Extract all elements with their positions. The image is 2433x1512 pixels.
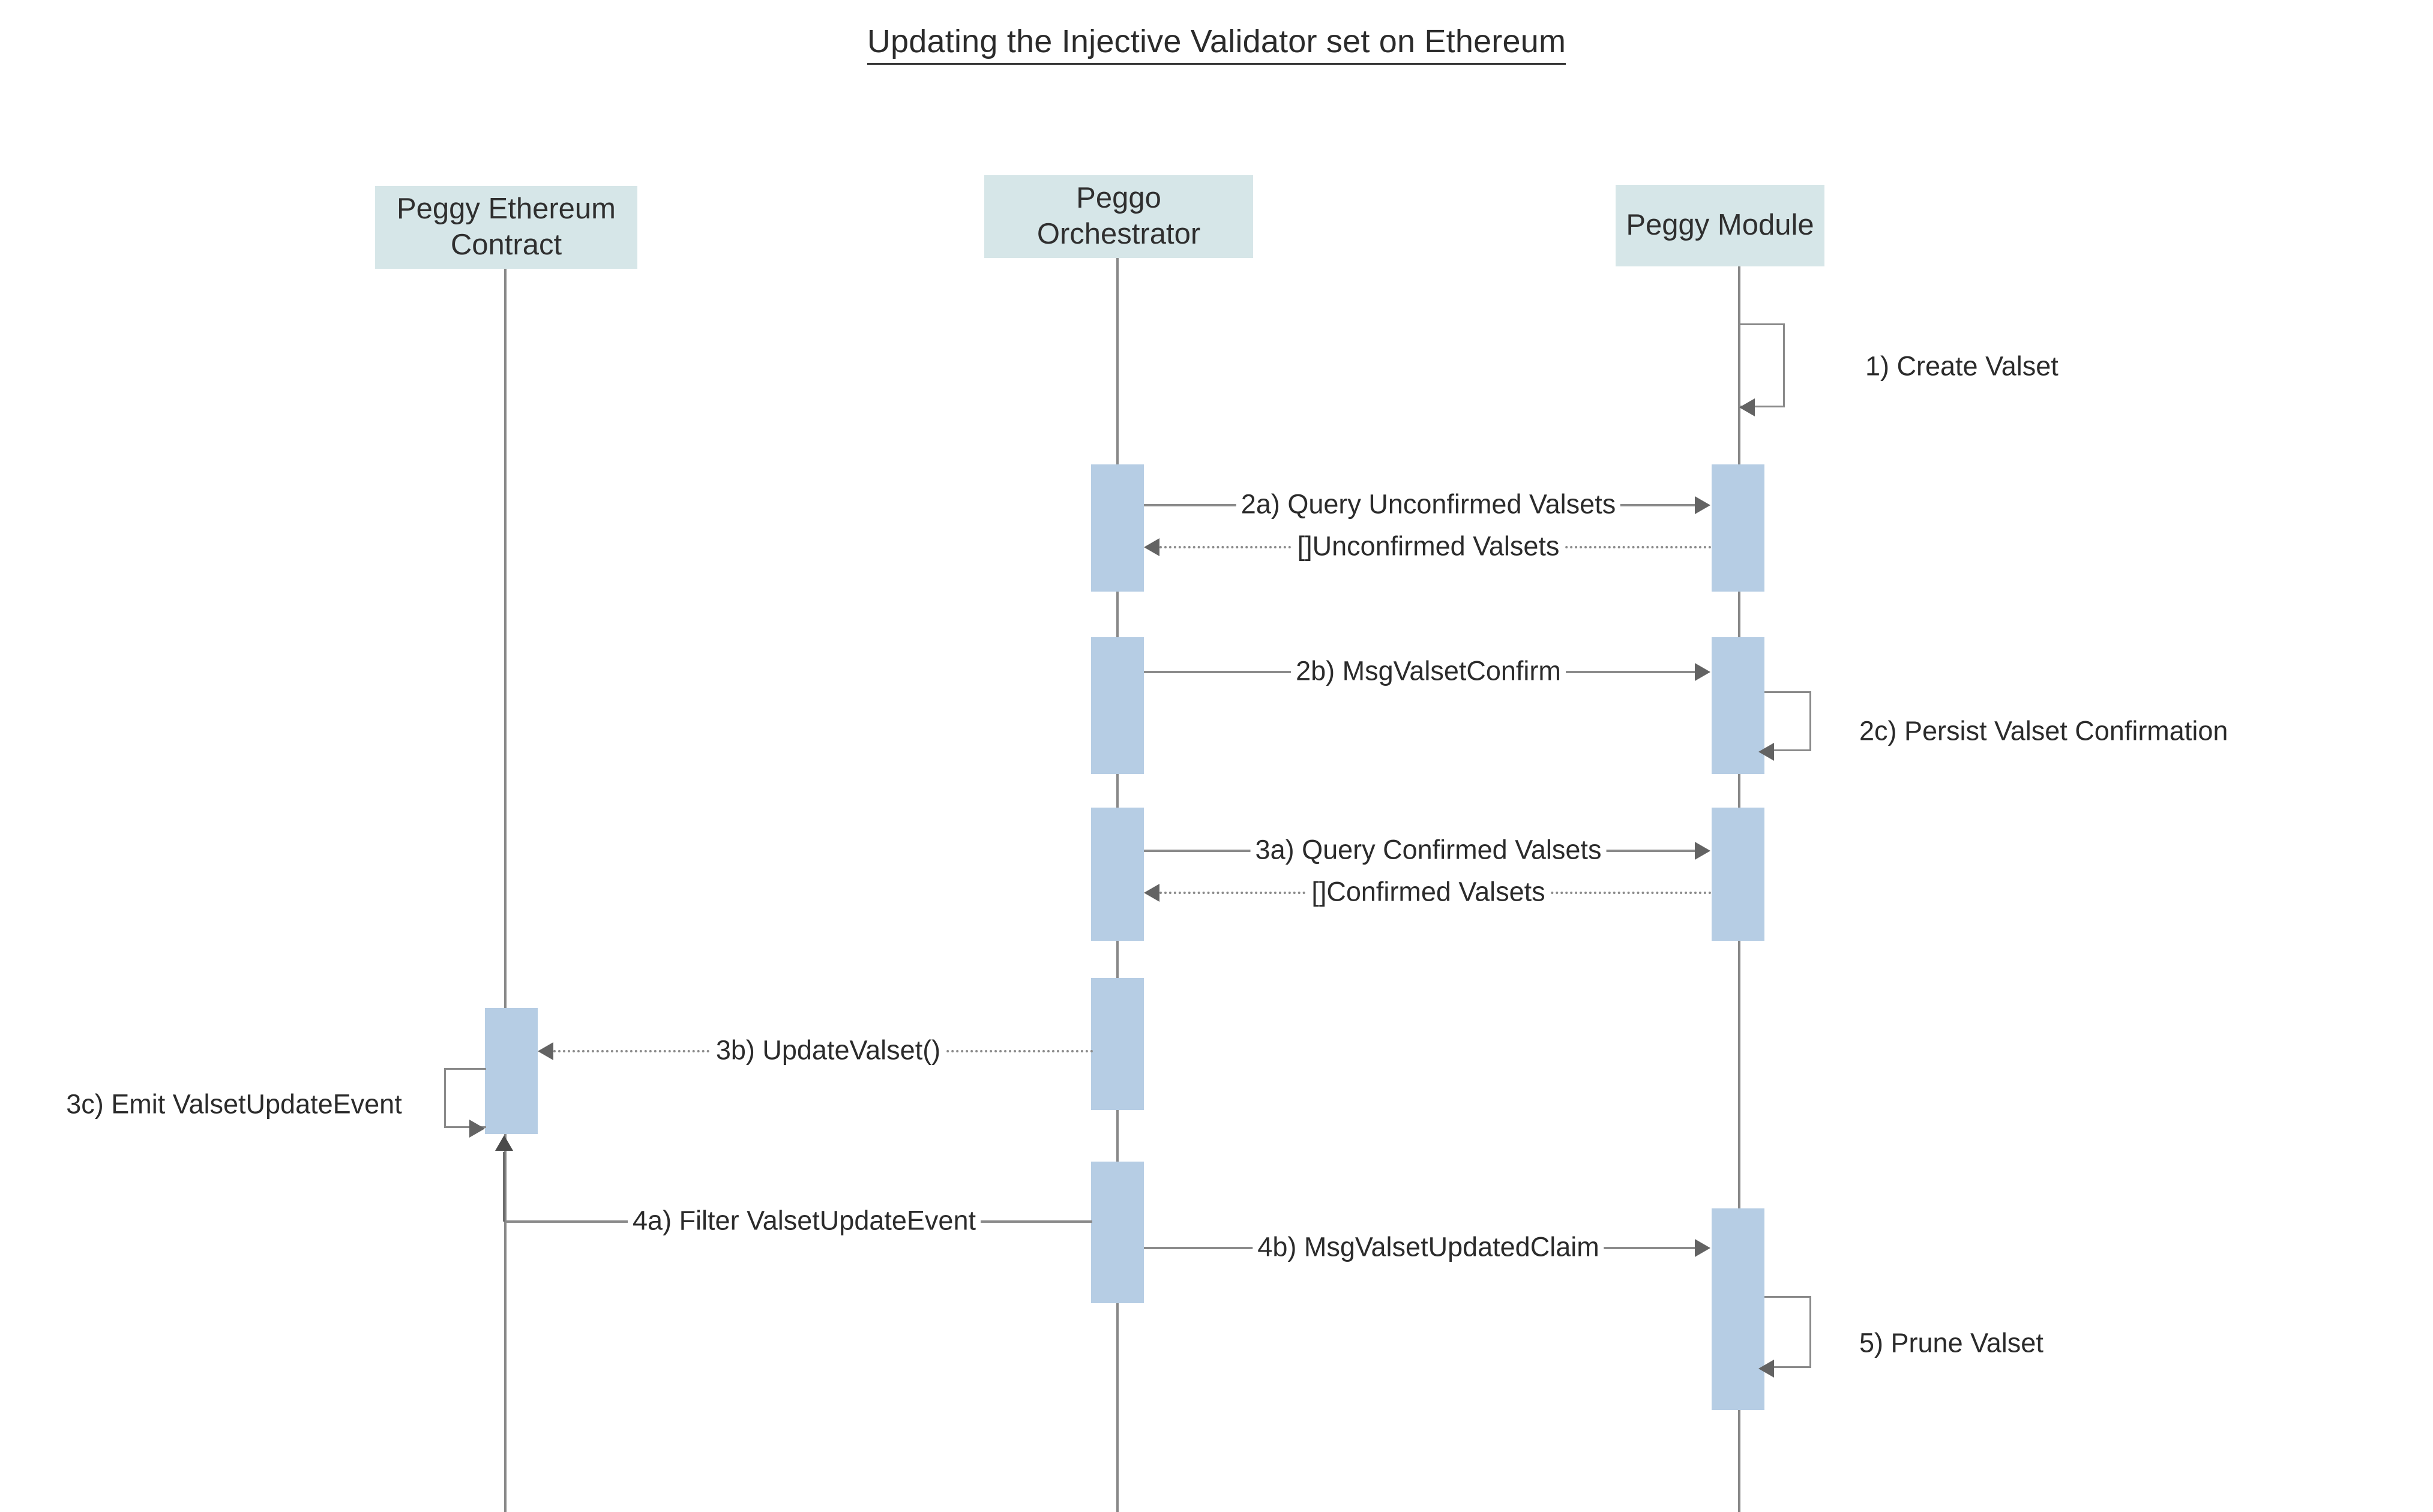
activation-peggy-contract-1: [485, 1008, 538, 1134]
message-label-emit-valset-update-event: 3c) Emit ValsetUpdateEvent: [61, 1090, 407, 1118]
arrowhead-create-valset: [1739, 398, 1755, 416]
activation-peggo-5: [1091, 1162, 1144, 1303]
participant-peggy-ethereum-contract[interactable]: Peggy Ethereum Contract: [375, 186, 637, 269]
activation-peggy-module-2: [1712, 637, 1764, 774]
message-label-unconfirmed-valsets-return: []Unconfirmed Valsets: [1292, 532, 1565, 560]
activation-peggy-module-1: [1712, 464, 1764, 592]
activation-peggo-4: [1091, 978, 1144, 1110]
selfloop-emit-valset-update-event: [444, 1068, 486, 1128]
arrowhead-unconfirmed-valsets-return: [1144, 538, 1159, 556]
participant-peggo-orchestrator[interactable]: Peggo Orchestrator: [984, 175, 1253, 258]
activation-peggo-3: [1091, 808, 1144, 941]
participant-peggy-module[interactable]: Peggy Module: [1616, 185, 1824, 266]
message-label-filter-valset-update-event: 4a) Filter ValsetUpdateEvent: [628, 1207, 981, 1234]
arrowhead-query-unconfirmed-valsets: [1695, 496, 1710, 514]
selfloop-persist-valset-confirmation: [1764, 691, 1811, 751]
message-label-confirmed-valsets-return: []Confirmed Valsets: [1307, 878, 1550, 905]
message-label-update-valset: 3b) UpdateValset(): [711, 1036, 946, 1064]
message-label-prune-valset: 5) Prune Valset: [1854, 1329, 2048, 1357]
arrowhead-prune-valset: [1758, 1360, 1774, 1378]
activation-peggy-module-3: [1712, 808, 1764, 941]
activation-peggy-module-4: [1712, 1208, 1764, 1410]
message-label-query-unconfirmed-valsets: 2a) Query Unconfirmed Valsets: [1236, 490, 1621, 518]
message-label-msg-valset-updated-claim: 4b) MsgValsetUpdatedClaim: [1253, 1233, 1604, 1261]
selfloop-prune-valset: [1764, 1296, 1811, 1368]
message-label-query-confirmed-valsets: 3a) Query Confirmed Valsets: [1250, 836, 1607, 863]
message-label-create-valset: 1) Create Valset: [1860, 352, 2063, 380]
lifeline-peggy-ethereum-contract: [504, 269, 507, 1512]
arrowhead-persist-valset-confirmation: [1758, 743, 1774, 761]
arrowhead-emit-valset-update-event: [469, 1120, 485, 1138]
activation-peggo-1: [1091, 464, 1144, 592]
arrowhead-filter-valset-update-event: [495, 1135, 513, 1151]
diagram-title: Updating the Injective Validator set on …: [0, 23, 2433, 65]
selfloop-create-valset: [1738, 323, 1785, 407]
message-label-persist-valset-confirmation: 2c) Persist Valset Confirmation: [1854, 717, 2233, 745]
arrowhead-query-confirmed-valsets: [1695, 842, 1710, 860]
arrowhead-confirmed-valsets-return: [1144, 884, 1159, 902]
arrowhead-msg-valset-confirm: [1695, 663, 1710, 681]
activation-peggo-2: [1091, 637, 1144, 774]
arrowhead-update-valset: [538, 1042, 553, 1060]
diagram-title-text: Updating the Injective Validator set on …: [867, 23, 1566, 65]
message-label-msg-valset-confirm: 2b) MsgValsetConfirm: [1291, 657, 1566, 685]
arrowhead-msg-valset-updated-claim: [1695, 1239, 1710, 1257]
message-connector-filter-valset-update-event: [503, 1152, 505, 1222]
